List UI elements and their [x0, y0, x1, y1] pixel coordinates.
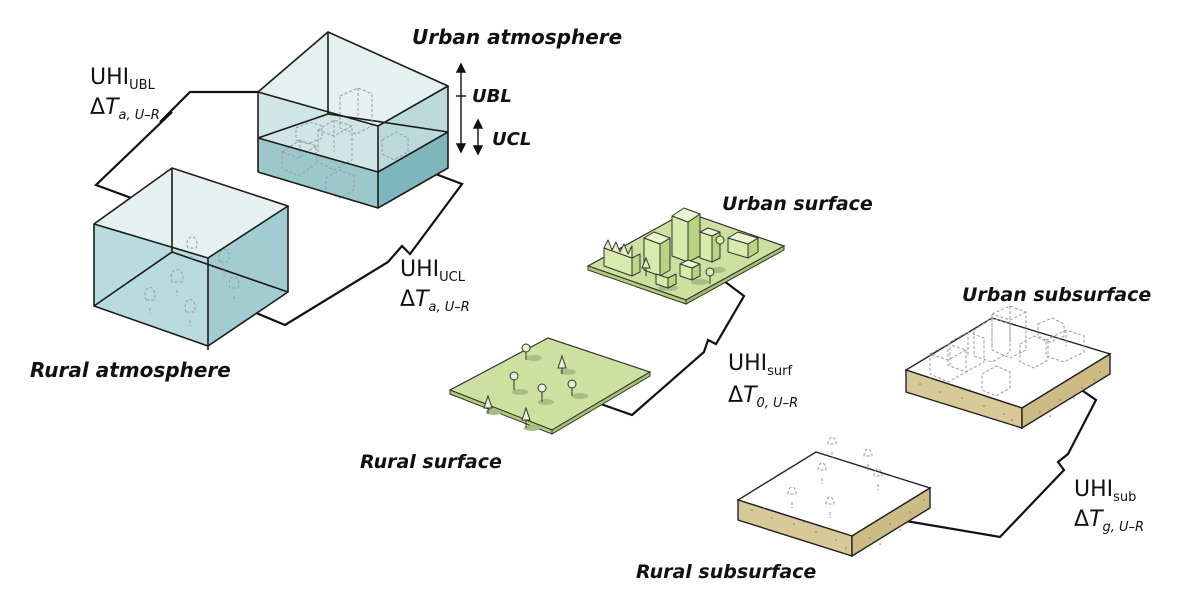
label-urban-surface: Urban surface — [722, 193, 873, 215]
connector-surf — [577, 271, 746, 417]
uhi-sub-label: UHIsub ΔTg, U–R — [1074, 477, 1144, 535]
urban-surface-tile — [586, 207, 786, 305]
rural-surface-tile — [448, 337, 652, 435]
svg-text:UHIsub: UHIsub — [1074, 477, 1136, 505]
svg-text:ΔTa, U–R: ΔTa, U–R — [90, 95, 160, 123]
svg-text:ΔT0, U–R: ΔT0, U–R — [728, 383, 798, 411]
svg-text:ΔTg, U–R: ΔTg, U–R — [1074, 507, 1144, 535]
label-urban-atmosphere: Urban atmosphere — [412, 25, 622, 49]
boundary-layer-arrows — [455, 62, 484, 156]
urban-atmosphere-box — [257, 31, 449, 209]
label-rural-subsurface: Rural subsurface — [636, 561, 816, 583]
svg-text:UHIsurf: UHIsurf — [728, 351, 792, 379]
label-ucl: UCL — [492, 129, 531, 150]
connector-ucl — [241, 168, 464, 327]
rural-atmosphere-box — [93, 167, 289, 350]
urban-subsurface-block — [904, 305, 1112, 430]
label-ubl: UBL — [472, 86, 512, 107]
svg-text:UHIUCL: UHIUCL — [400, 257, 466, 285]
uhi-ubl-label: UHIUBL ΔTa, U–R — [90, 65, 160, 123]
connector-sub — [899, 381, 1098, 539]
label-rural-atmosphere: Rural atmosphere — [30, 358, 231, 382]
svg-text:ΔTa, U–R: ΔTa, U–R — [400, 287, 470, 315]
uhi-surf-label: UHIsurf ΔT0, U–R — [728, 351, 798, 411]
rural-subsurface-block — [736, 436, 932, 558]
label-urban-subsurface: Urban subsurface — [962, 284, 1151, 306]
svg-text:UHIUBL: UHIUBL — [90, 65, 156, 93]
connector-ubl — [93, 90, 258, 207]
label-rural-surface: Rural surface — [360, 451, 502, 473]
uhi-ucl-label: UHIUCL ΔTa, U–R — [400, 257, 470, 315]
